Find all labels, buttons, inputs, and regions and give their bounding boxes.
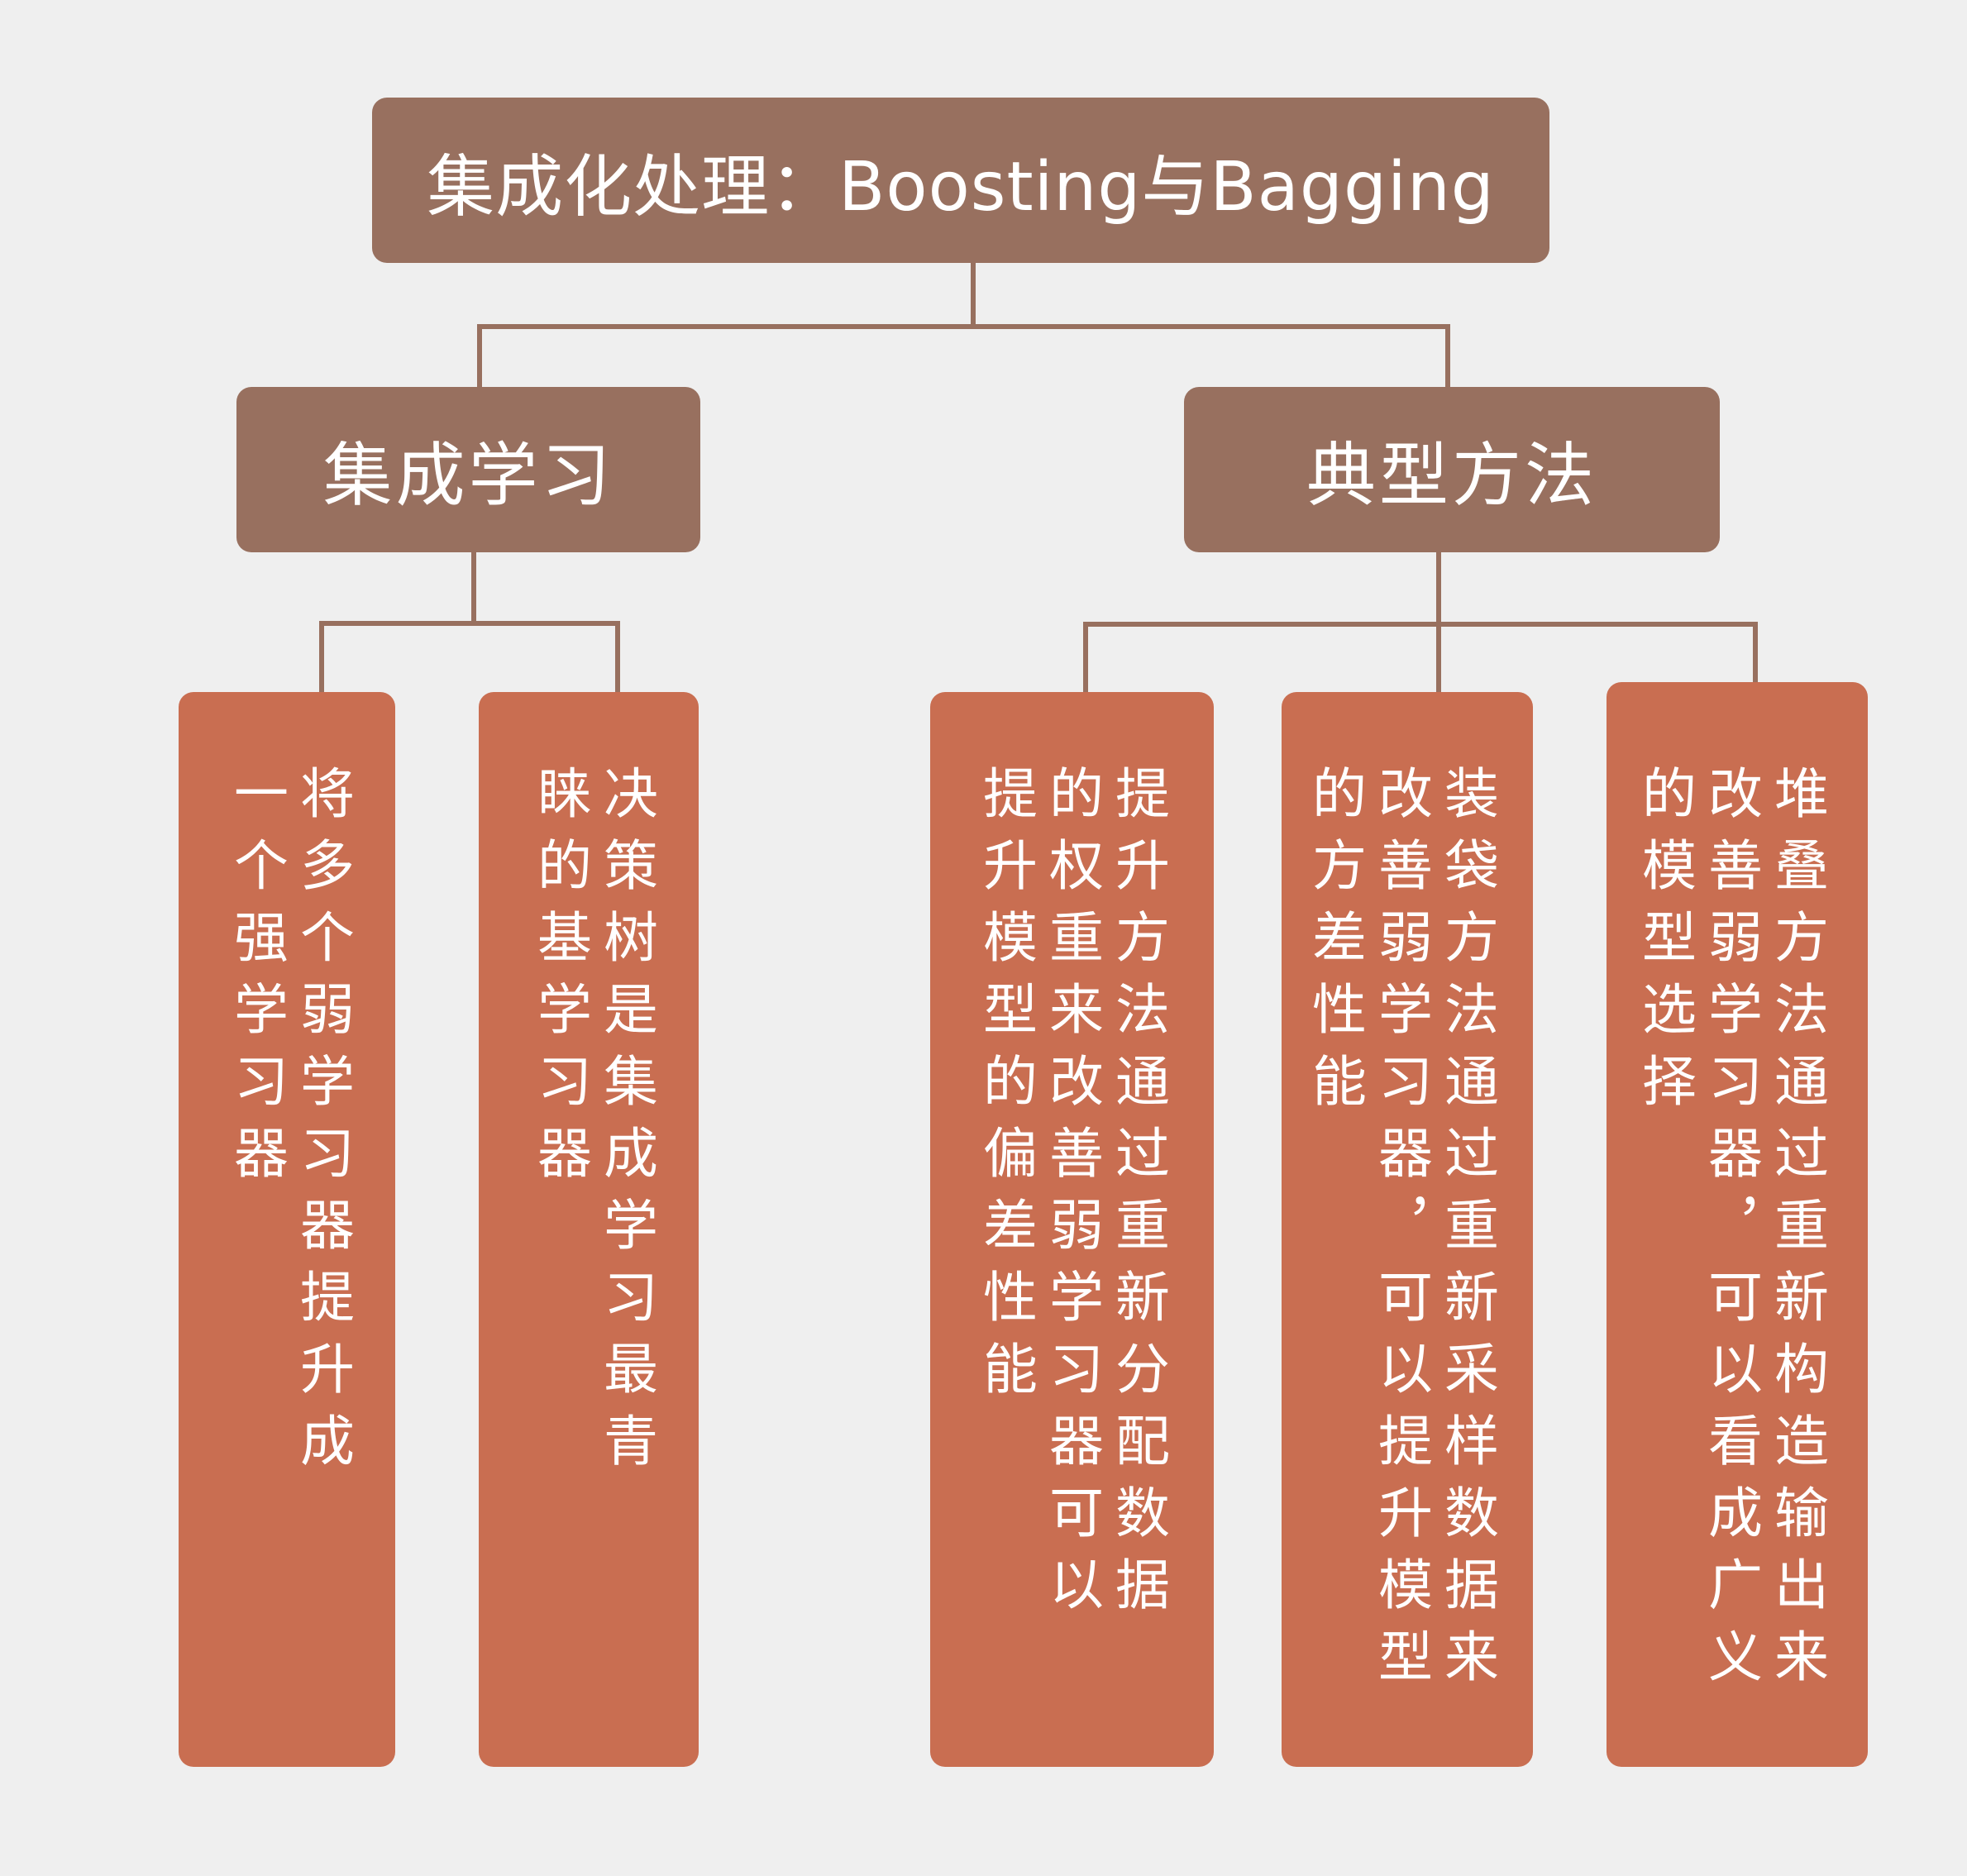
node-ensemble-learning-title: 集成学习 [322,434,614,516]
connector-to-leaf-3 [1083,622,1088,692]
connector-to-leaf-5 [1753,622,1758,682]
connector-to-leaf-1 [319,621,324,692]
leaf-decision-tree-text: 决策树是集成学习最青睐的基学习器 [528,765,658,1484]
root-node: 集成化处理：Boosting与Bagging [372,98,1549,263]
leaf-weak-to-strong-text: 将多个弱学习器提升成一个强学习器 [225,765,355,1484]
leaf-decision-tree: 决策树是集成学习最青睐的基学习器 [479,692,699,1767]
connector-root-down [971,263,976,329]
connector-methods-horizontal [1083,622,1758,627]
leaf-bagging-text: 装袋方法通过重新采样数据来改善弱学习器，可以提升模型的方差性能 [1303,765,1499,1700]
connector-root-horizontal [477,324,1450,329]
leaf-boosting-text: 提升方法通过重新分配数据的权重来改善弱学习器可以提升模型的偏差性能 [974,765,1170,1628]
node-typical-methods-title: 典型方法 [1306,434,1597,516]
connector-ensemble-down [471,552,476,626]
connector-ensemble-horizontal [319,621,620,626]
leaf-boosting: 提升方法通过重新分配数据的权重来改善弱学习器可以提升模型的偏差性能 [930,692,1214,1767]
connector-to-typical-methods [1445,324,1450,387]
leaf-stacking-text: 堆叠方法通过重新构造输出来改善弱学习器，可以看成广义的模型选择 [1633,765,1829,1700]
connector-to-ensemble-learning [477,324,482,387]
root-title: 集成化处理：Boosting与Bagging [427,147,1495,227]
leaf-weak-to-strong: 将多个弱学习器提升成一个强学习器 [179,692,395,1767]
node-ensemble-learning: 集成学习 [236,387,700,552]
leaf-bagging: 装袋方法通过重新采样数据来改善弱学习器，可以提升模型的方差性能 [1282,692,1533,1767]
leaf-stacking: 堆叠方法通过重新构造输出来改善弱学习器，可以看成广义的模型选择 [1607,682,1868,1767]
connector-to-leaf-2 [615,621,620,692]
node-typical-methods: 典型方法 [1184,387,1720,552]
